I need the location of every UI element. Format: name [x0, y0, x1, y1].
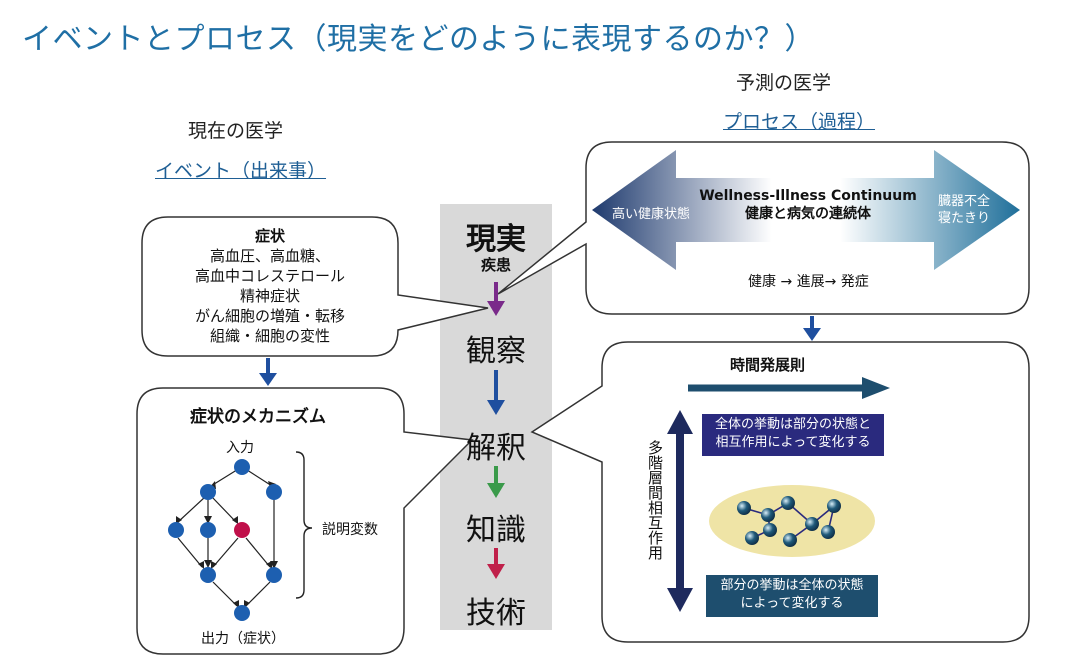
- graph-node-input: [234, 459, 250, 475]
- time-arrow-head: [862, 377, 890, 399]
- multilevel-interaction-label: 多階層間相互作用: [646, 440, 664, 560]
- whole-behavior-line: 全体の挙動は部分の状態と: [714, 417, 871, 432]
- graph-node: [266, 567, 282, 583]
- event-subheader: イベント（出来事）: [155, 160, 327, 182]
- graph-node: [200, 522, 216, 538]
- part-behavior-line: 部分の挙動は全体の状態: [720, 578, 864, 593]
- knowledge-label: 知識: [466, 513, 526, 548]
- symptom-line: がん細胞の増殖・転移: [194, 307, 345, 325]
- symptoms-title: 症状: [254, 227, 285, 245]
- observation-to-interpretation-arrow-head: [487, 400, 505, 415]
- time-evolution-title: 時間発展則: [730, 356, 806, 374]
- current-medicine-header: 現在の医学: [188, 120, 284, 142]
- variables-brace: [295, 451, 313, 599]
- whole-behavior-line: 相互作用によって変化する: [715, 435, 871, 450]
- continuum-title: Wellness-Illness Continuum 健康と病気の連続体: [686, 187, 930, 223]
- organ-failure-line: 臓器不全: [938, 194, 991, 209]
- part-behavior-box: 部分の挙動は全体の状態 によって変化する: [706, 575, 878, 617]
- graph-node-output: [234, 605, 250, 621]
- multilevel-arrow-head-up: [667, 410, 693, 434]
- progression-label: 健康 → 進展→ 発症: [748, 274, 869, 290]
- graph-node: [200, 567, 216, 583]
- network-nodes: [737, 496, 841, 547]
- interpretation-to-knowledge-arrow-head: [487, 483, 505, 498]
- input-label: 入力: [226, 440, 254, 456]
- continuum-to-time-arrow-head: [803, 328, 821, 341]
- process-subheader: プロセス（過程）: [723, 111, 876, 133]
- reality-label: 現実: [466, 222, 526, 257]
- multilevel-arrow-head-down: [667, 588, 693, 612]
- knowledge-to-technology-arrow-head: [487, 564, 505, 579]
- technology-label: 技術: [466, 596, 526, 631]
- high-health-label: 高い健康状態: [612, 207, 691, 222]
- symptoms-to-mechanism-arrow-head: [259, 373, 277, 386]
- reality-to-observation-arrow-head: [487, 301, 505, 316]
- symptom-line: 精神症状: [239, 287, 300, 305]
- whole-behavior-box: 全体の挙動は部分の状態と 相互作用によって変化する: [702, 414, 884, 456]
- symptoms-box: [141, 216, 489, 357]
- disease-label: 疾患: [480, 256, 511, 274]
- observation-label: 観察: [466, 334, 526, 369]
- graph-node: [168, 522, 184, 538]
- symptom-line: 高血中コレステロール: [194, 267, 345, 285]
- part-behavior-line: によって変化する: [740, 596, 844, 611]
- variables-label: 説明変数: [322, 522, 378, 538]
- bedridden-line: 寝たきり: [938, 211, 991, 226]
- continuum-arrow: [592, 150, 1020, 270]
- mechanism-title: 症状のメカニズム: [190, 407, 326, 427]
- organ-failure-label: 臓器不全 寝たきり: [938, 193, 990, 227]
- graph-node-highlight: [234, 522, 250, 538]
- page-title: イベントとプロセス（現実をどのように表現するのか？）: [22, 22, 815, 57]
- predictive-medicine-header: 予測の医学: [736, 72, 832, 94]
- output-label: 出力（症状）: [201, 631, 285, 647]
- continuum-title-en: Wellness-Illness Continuum: [699, 188, 917, 204]
- graph-node: [266, 484, 282, 500]
- graph-node: [200, 484, 216, 500]
- symptom-line: 高血圧、高血糖、: [209, 247, 330, 265]
- interpretation-label: 解釈: [466, 431, 526, 466]
- symptoms-text: 症状 高血圧、高血糖、 高血中コレステロール 精神症状 がん細胞の増殖・転移 組…: [150, 226, 390, 346]
- continuum-title-jp: 健康と病気の連続体: [745, 206, 871, 222]
- symptom-line: 組織・細胞の変性: [209, 327, 330, 345]
